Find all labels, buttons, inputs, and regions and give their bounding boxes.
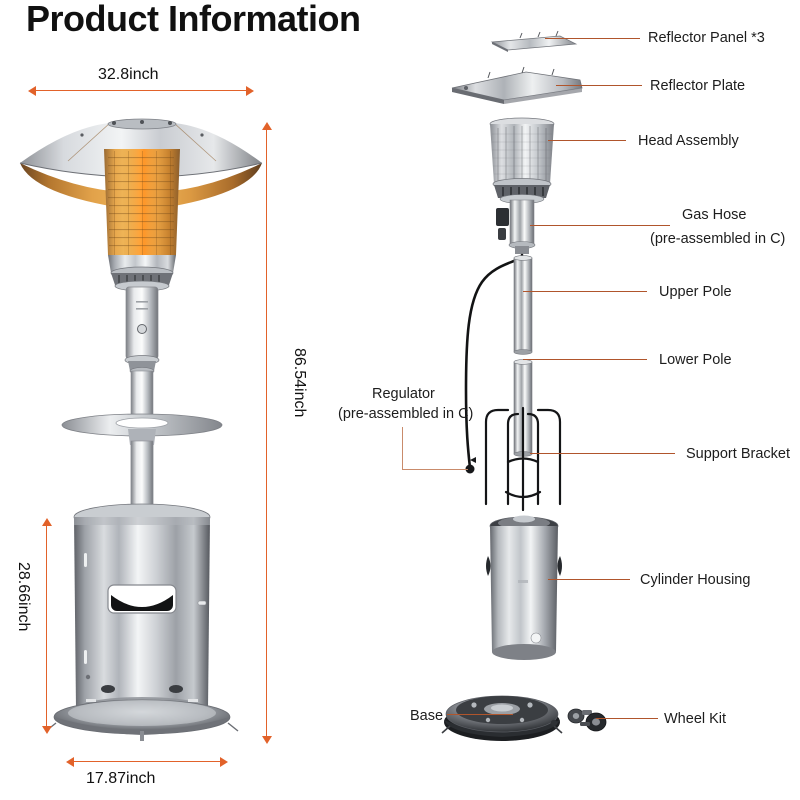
callout-reflector-panel: Reflector Panel *3 [648, 30, 765, 46]
callout-regulator-sub: (pre-assembled in C) [338, 406, 474, 422]
cylinder-housing-art [73, 503, 211, 721]
control-head [108, 255, 176, 375]
callout-wheel-kit: Wheel Kit [664, 711, 727, 727]
dimension-arrow-width-top [28, 86, 254, 96]
base-exploded-art [441, 695, 563, 741]
gas-hose-art [464, 253, 524, 470]
assembled-heater-illustration [10, 105, 280, 765]
callout-cylinder-housing: Cylinder Housing [640, 572, 751, 588]
callout-lower-pole: Lower Pole [659, 352, 732, 368]
dimension-label-height-tank: 28.66inch [15, 562, 32, 632]
base-art [45, 699, 239, 741]
dimension-arrow-width-base [66, 757, 228, 767]
reflector-panel-art [490, 30, 578, 52]
support-bracket-art [484, 406, 562, 512]
leader-regulator [402, 469, 468, 470]
leader-lower-pole [523, 359, 647, 360]
dimension-arrow-height-tank [42, 518, 52, 734]
leader-upper-pole [523, 291, 647, 292]
table-ring [61, 413, 223, 445]
leader-base [447, 714, 513, 715]
dimension-arrow-height-total [262, 122, 272, 744]
dimension-label-height-total: 86.54inch [291, 348, 308, 418]
callout-base: Base [410, 708, 444, 724]
callout-reflector-plate: Reflector Plate [650, 78, 746, 94]
callout-support-bracket: Support Bracket [686, 446, 790, 462]
wheel-kit-art [550, 708, 607, 732]
leader-gas-hose [530, 225, 670, 226]
leader-reflector-plate [556, 85, 642, 86]
dimension-label-width-top: 32.8inch [98, 66, 159, 83]
leader-wheel-kit [596, 718, 658, 719]
dimension-label-width-base: 17.87inch [86, 770, 156, 787]
reflector-plate-art [451, 66, 583, 104]
callout-regulator: Regulator [372, 386, 435, 402]
callout-head-assembly: Head Assembly [638, 133, 739, 149]
leader-regulator-vertical [402, 427, 403, 470]
leader-support-bracket [530, 453, 675, 454]
callout-gas-hose: Gas Hose [682, 207, 747, 223]
cylinder-housing-exploded-art [486, 515, 562, 660]
page-title: Product Information [26, 0, 361, 39]
leader-reflector-panel [545, 38, 640, 39]
leader-head-assembly [548, 140, 626, 141]
leader-cylinder-housing [548, 579, 630, 580]
callout-gas-hose-sub: (pre-assembled in C) [650, 231, 786, 247]
head-assembly-art [489, 117, 555, 254]
callout-upper-pole: Upper Pole [659, 284, 732, 300]
burner-screen [104, 149, 180, 255]
upper-pole-exploded-art [513, 255, 533, 355]
exploded-view-illustration [430, 10, 620, 770]
